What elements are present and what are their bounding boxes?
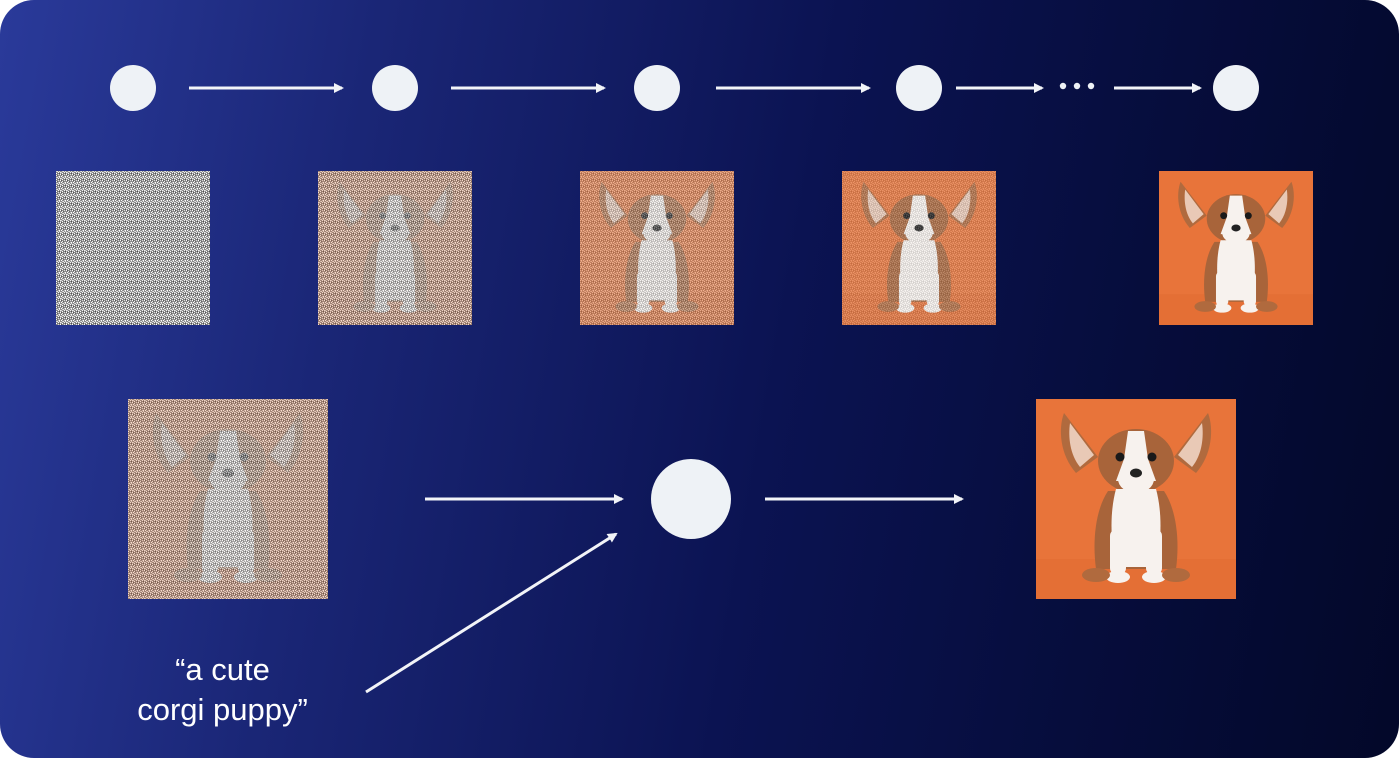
- top-row-nodes: [110, 65, 1259, 111]
- ellipsis-icon: [1059, 82, 1095, 90]
- denoising-step-image: [318, 171, 472, 325]
- puppy-image: [1159, 171, 1313, 325]
- prompt-arrow-icon: [365, 532, 618, 694]
- noise-overlay: [842, 171, 996, 325]
- conditioned-step-arrows: [365, 494, 964, 694]
- denoising-step-image: [1159, 171, 1313, 325]
- noise-overlay: [318, 171, 472, 325]
- step-node-icon: [634, 65, 680, 111]
- conditioned-step-images: [128, 399, 1236, 599]
- noise-overlay: [128, 399, 328, 599]
- denoising-step-image: [56, 171, 210, 325]
- step-node-icon: [372, 65, 418, 111]
- prompt-line-2: corgi puppy”: [137, 692, 308, 727]
- denoised-output-image: [1036, 399, 1236, 599]
- denoising-step-image: [842, 171, 996, 325]
- prompt-caption: “a cute corgi puppy”: [100, 650, 345, 730]
- denoiser-node-icon: [651, 459, 731, 539]
- step-node-icon: [896, 65, 942, 111]
- puppy-image: [1036, 399, 1236, 599]
- noisy-input-image: [128, 399, 328, 599]
- denoising-step-image: [580, 171, 734, 325]
- top-row-images: [56, 171, 1313, 325]
- noise-overlay: [56, 171, 210, 325]
- step-node-icon: [1213, 65, 1259, 111]
- noise-overlay: [580, 171, 734, 325]
- prompt-line-1: “a cute: [175, 652, 270, 687]
- step-node-icon: [110, 65, 156, 111]
